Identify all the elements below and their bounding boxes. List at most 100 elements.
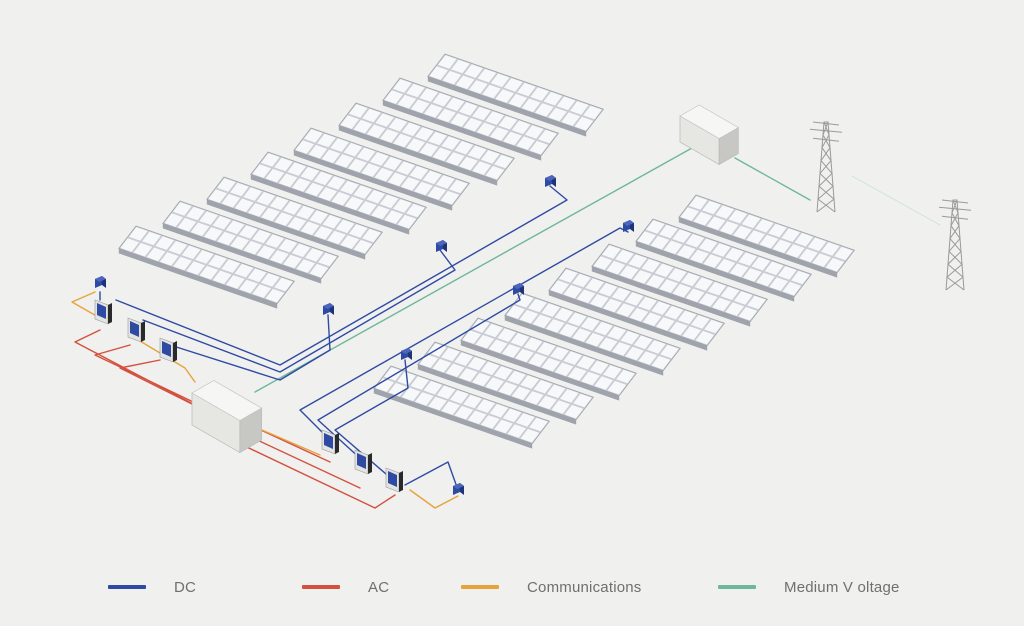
- tower-brace: [946, 276, 965, 291]
- panel-cell: [467, 145, 487, 160]
- panel-row-lower-8: [373, 365, 551, 449]
- panel-cell: [589, 294, 609, 308]
- panel-edge: [460, 340, 620, 401]
- transmission-tower-2: [938, 199, 972, 291]
- panel-cell: [366, 189, 386, 204]
- comms-cable-1: [71, 291, 101, 319]
- panel-cell: [746, 230, 766, 244]
- panel-cell: [564, 404, 584, 419]
- panel-cell: [660, 344, 679, 359]
- panel-cell: [638, 351, 658, 365]
- comms-cable-4: [409, 489, 459, 509]
- panel-cell: [503, 78, 523, 92]
- panel-cell: [181, 245, 201, 260]
- box-top: [191, 380, 263, 421]
- panel-cell: [410, 376, 430, 390]
- substation-box: [679, 104, 739, 166]
- panel-cell: [260, 273, 280, 287]
- panel-cell: [519, 309, 539, 324]
- dc-cable-upper-1: [115, 185, 568, 366]
- panel-cell: [278, 238, 298, 253]
- panel-cell: [296, 205, 315, 220]
- panel-cell: [695, 330, 715, 345]
- panel-cell: [632, 270, 652, 284]
- panel-cell: [442, 70, 462, 85]
- panel-cell: [715, 205, 735, 219]
- panel-cell: [454, 405, 474, 420]
- panel-cell: [318, 252, 337, 267]
- panel-cell: [680, 207, 700, 221]
- panel-cell: [388, 117, 408, 132]
- ac-cable-3: [119, 359, 221, 419]
- panel-cell: [353, 185, 373, 199]
- panel-cell: [548, 107, 567, 122]
- panel-cell: [799, 248, 818, 263]
- panel-cell: [432, 358, 452, 373]
- panel-cell: [300, 166, 320, 181]
- panel-cell: [287, 216, 307, 231]
- panel-cell: [601, 245, 621, 259]
- panel-cell: [494, 154, 513, 169]
- panel-cell: [719, 221, 739, 235]
- panel-cell: [356, 147, 376, 162]
- mv-cable-tower-1: [734, 157, 811, 201]
- panel-row-lower-6: [460, 317, 638, 401]
- panel-cell: [524, 391, 544, 405]
- panel-cell: [357, 201, 377, 215]
- panel-cell: [624, 292, 644, 306]
- panel-cell: [551, 400, 571, 414]
- tower-brace: [946, 263, 963, 278]
- inverter-face: [162, 341, 171, 357]
- panel-cell: [317, 133, 336, 148]
- panel-edge: [591, 266, 751, 327]
- panel-cell: [305, 182, 324, 197]
- panel-cell: [401, 387, 421, 402]
- combiner-box-6: [513, 283, 524, 295]
- panel-cell: [772, 239, 792, 254]
- tower-legs: [816, 121, 836, 213]
- panel-cell: [331, 191, 351, 206]
- panel-cell: [155, 236, 175, 250]
- panel-cell: [194, 250, 214, 264]
- panel-cell: [619, 265, 639, 280]
- panel-cell: [458, 368, 478, 382]
- panel-cell: [733, 225, 752, 240]
- panel-cell: [507, 370, 526, 385]
- panel-cell: [611, 342, 631, 356]
- panel-cell: [375, 113, 395, 127]
- panel-cell: [432, 147, 452, 162]
- panel-cell: [441, 401, 461, 415]
- panel-cell: [607, 326, 627, 340]
- panel-cell: [203, 227, 223, 241]
- panel-cell: [436, 385, 456, 400]
- panel-cell: [521, 98, 541, 113]
- panel-cell: [594, 376, 614, 390]
- panel-cell: [400, 177, 420, 191]
- panel-row-lower-2: [635, 218, 813, 302]
- panel-cell: [576, 289, 596, 304]
- panel-cell: [498, 115, 518, 130]
- transformer-station: [191, 380, 263, 454]
- panel-cell: [419, 88, 439, 102]
- panel-cell: [159, 252, 179, 266]
- panel-cell: [252, 164, 272, 178]
- panel-cell: [495, 89, 515, 103]
- panel-cell: [702, 200, 721, 215]
- panel-cell: [472, 372, 491, 387]
- panel-cell: [353, 119, 373, 134]
- tower-brace: [822, 121, 829, 136]
- panel-cell: [216, 178, 236, 192]
- panel-cell: [217, 231, 236, 246]
- combiner-top: [453, 483, 464, 489]
- panel-cell: [667, 268, 687, 282]
- panel-cell: [419, 354, 439, 368]
- inverter-side: [108, 303, 112, 324]
- tower-arm: [809, 128, 843, 133]
- tower-arm: [941, 215, 969, 220]
- panel-cell: [406, 203, 425, 218]
- panel-cell: [488, 339, 508, 354]
- panel-cell: [520, 375, 540, 389]
- panel-cell: [480, 361, 500, 376]
- panel-cell: [706, 216, 726, 231]
- panel-cell: [598, 282, 618, 297]
